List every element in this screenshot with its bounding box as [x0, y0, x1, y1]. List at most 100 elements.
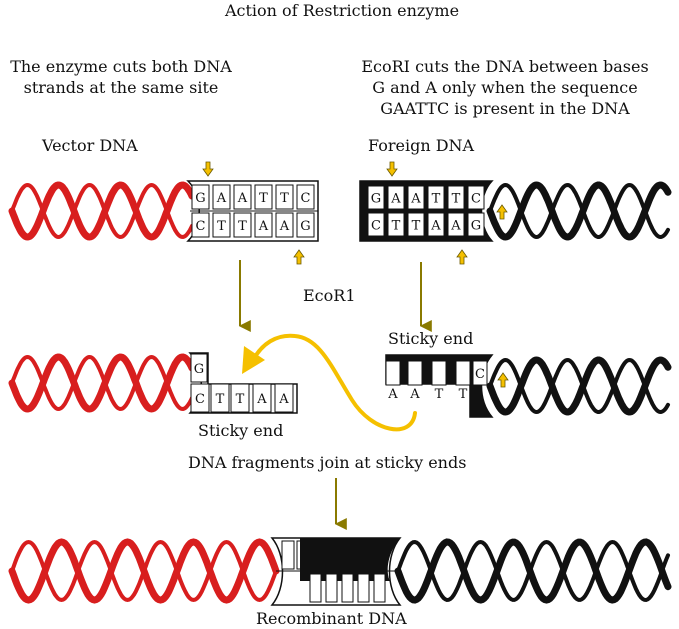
cut-arrow: [202, 161, 214, 177]
join-label: DNA fragments join at sticky ends: [188, 453, 466, 472]
vector-top-base: T: [259, 191, 268, 206]
foreign-top-base: C: [471, 192, 481, 207]
sticky-left-base: A: [256, 392, 267, 407]
cut-site-arrows: [202, 161, 509, 388]
helix-strand: [488, 182, 670, 240]
enzyme-label: EcoR1: [303, 286, 356, 305]
sticky-left-cell: [210, 383, 230, 413]
sticky-left-base: C: [195, 392, 205, 407]
sticky-right-cell: [455, 360, 471, 386]
vector-bottom-cell: [275, 212, 294, 238]
foreign-fragment-helix: [486, 356, 672, 416]
vector-top-cell: [296, 184, 315, 210]
cut-arrow: [496, 204, 508, 220]
vector-bottom-base: G: [300, 219, 310, 234]
helix-strand: [396, 539, 670, 603]
recombinant-vector-helix: [8, 538, 280, 604]
foreign-bottom-cell: [407, 212, 425, 237]
helix-strand: [10, 182, 194, 240]
vector-top-cell: [275, 184, 294, 210]
foreign-bottom-base: C: [371, 219, 381, 234]
left-note-line-2: strands at the same site: [24, 78, 219, 97]
foreign-top-cell: [367, 185, 385, 210]
helix-strand: [10, 354, 194, 412]
recombinant-bottom-cell: [325, 573, 338, 603]
sticky-left-cell: [190, 383, 210, 413]
sticky-right-base: T: [459, 387, 468, 402]
foreign-bottom-cell: [447, 212, 465, 237]
foreign-bottom-base: T: [412, 219, 421, 234]
sticky-right-cell: [431, 360, 447, 386]
cut-arrow: [456, 249, 468, 265]
recombinant-bottom-cell: [309, 573, 322, 603]
vector-top-cell: [254, 184, 273, 210]
recombinant-joined-site: [270, 537, 402, 606]
foreign-top-base: T: [452, 192, 461, 207]
foreign-bottom-cell: [427, 212, 445, 237]
foreign-top-base: T: [432, 192, 441, 207]
vector-bottom-base: T: [217, 219, 226, 234]
right-note-line-1: EcoRI cuts the DNA between bases: [361, 57, 648, 76]
sticky-right-base: A: [409, 387, 420, 402]
sticky-right-cell: [407, 360, 423, 386]
sticky-left-cell: [190, 353, 208, 383]
joining-curve-arrow: [251, 333, 417, 432]
foreign-bottom-base: G: [471, 219, 481, 234]
vector-top-base: A: [237, 191, 248, 206]
sticky-left-base: G: [194, 362, 204, 377]
foreign-top-cell: [407, 185, 425, 210]
right-note-line-2: G and A only when the sequence: [372, 78, 637, 97]
recombinant-foreign-helix: [394, 538, 672, 604]
sticky-left-cell: [274, 383, 294, 413]
foreign-bottom-base: T: [392, 219, 401, 234]
sticky-right-cell: [385, 360, 401, 386]
sticky-end-right-label: Sticky end: [388, 329, 473, 348]
sticky-right-base: A: [387, 387, 398, 402]
right-note-line-3: GAATTC is present in the DNA: [380, 99, 630, 118]
vector-fragment-helix: [8, 353, 196, 413]
vector-bottom-cell: [212, 212, 231, 238]
foreign-top-cell: [427, 185, 445, 210]
cut-arrow: [386, 161, 398, 177]
foreign-bottom-cell: [367, 212, 385, 237]
helix-strand: [486, 356, 672, 416]
foreign-top-cell: [387, 185, 405, 210]
foreign-bottom-cell: [387, 212, 405, 237]
foreign-top-base: G: [371, 192, 381, 207]
vector-bottom-base: T: [238, 219, 247, 234]
recombinant-top-cell: [281, 540, 295, 570]
foreign-top-cell: [447, 185, 465, 210]
vector-dna-helix: [8, 181, 196, 241]
foreign-bottom-cell: [467, 212, 485, 237]
vector-bottom-cell: [254, 212, 273, 238]
left-note-line-1: The enzyme cuts both DNA: [10, 57, 232, 76]
vector-bottom-cell: [296, 212, 315, 238]
sticky-left-base: T: [216, 392, 225, 407]
helix-strand: [486, 181, 672, 241]
foreign-dna-helix: [486, 181, 672, 241]
vector-bottom-cell: [191, 212, 210, 238]
helix-strand: [394, 538, 672, 604]
recombinant-bottom-cell: [357, 573, 370, 603]
cut-arrow: [293, 249, 305, 265]
recombinant-bottom-cell: [341, 573, 354, 603]
vector-bottom-base: A: [258, 219, 269, 234]
foreign-top-cell: [467, 185, 485, 210]
foreign-bottom-base: A: [430, 219, 441, 234]
helix-strand: [488, 357, 670, 415]
vector-bottom-base: C: [196, 219, 206, 234]
recombinant-bottom-cell: [373, 573, 386, 603]
vector-bottom-cell: [233, 212, 252, 238]
recombinant-dna-label: Recombinant DNA: [256, 609, 407, 628]
sticky-right-base: C: [475, 367, 485, 382]
diagram-title: Action of Restriction enzyme: [224, 1, 459, 20]
cut-arrow: [497, 372, 509, 388]
sticky-left-base: A: [278, 392, 289, 407]
vector-dna-label: Vector DNA: [41, 136, 138, 155]
vector-top-cell: [191, 184, 210, 210]
